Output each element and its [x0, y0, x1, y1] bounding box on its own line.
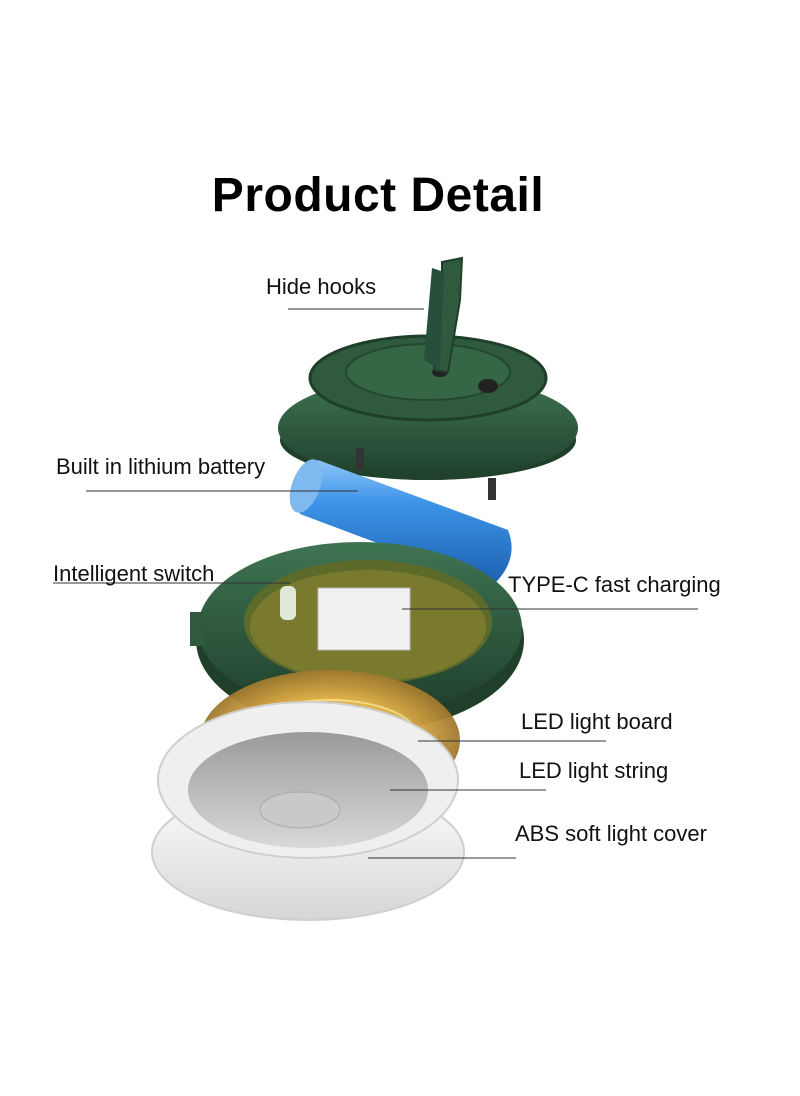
label-typec: TYPE-C fast charging — [508, 572, 721, 597]
label-hide-hooks: Hide hooks — [266, 274, 377, 299]
middle-shell — [190, 542, 524, 732]
light-cover — [151, 701, 465, 921]
label-cover: ABS soft light cover — [515, 821, 707, 846]
label-led-string: LED light string — [519, 758, 669, 783]
label-switch: Intelligent switch — [53, 561, 215, 586]
top-cap — [278, 334, 578, 500]
label-battery: Built in lithium battery — [56, 454, 266, 479]
hide-hook — [424, 256, 464, 374]
label-led-board: LED light board — [521, 709, 673, 734]
page-title: Product Detail — [211, 169, 545, 222]
leader-lines — [53, 308, 698, 859]
